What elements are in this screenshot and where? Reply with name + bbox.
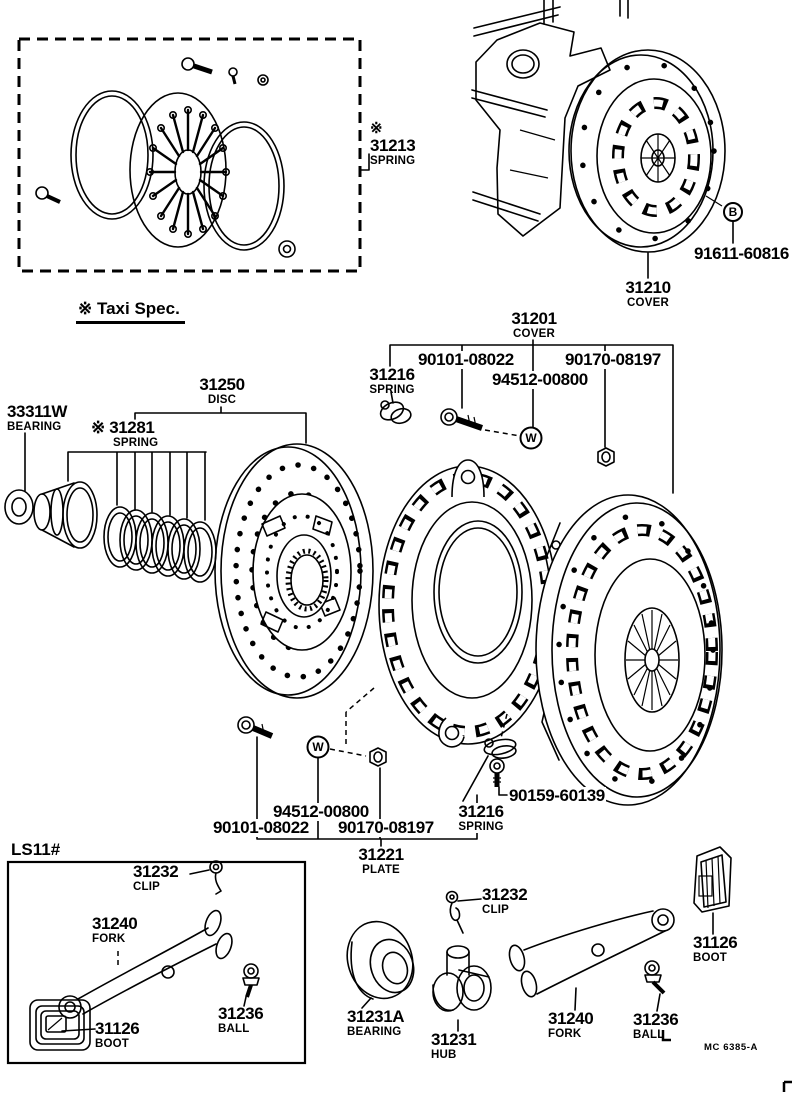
main-exploded-art: W W xyxy=(4,339,723,847)
spring-top-art xyxy=(379,391,412,425)
boot-right-art xyxy=(693,846,732,935)
part-name: COVER xyxy=(627,296,669,309)
label-boot-left: 31126 BOOT xyxy=(95,1019,140,1050)
spring-bottom-art xyxy=(462,713,517,802)
label-disc: 31250 DISC xyxy=(199,375,245,406)
release-bearing-art xyxy=(346,920,415,1009)
label-bolt-bottom: 90101-08022 xyxy=(212,818,310,837)
ball-left-art xyxy=(242,963,260,1007)
washer-mark-top: W xyxy=(525,431,537,445)
label-screw: 90159-60139 xyxy=(508,786,606,805)
label-nut-bottom: 90170-08197 xyxy=(337,818,435,837)
label-washer-bottom: 94512-00800 xyxy=(272,802,370,821)
label-fork-right: 31240 FORK xyxy=(548,1009,594,1040)
bolt-mark-b: B xyxy=(729,205,738,219)
taxi-spec-box-art xyxy=(17,37,370,273)
part-number: 91611-60816 xyxy=(694,244,789,263)
label-spring-bottom: 31216 SPRING xyxy=(453,803,509,833)
label-ball-left: 31236 BALL xyxy=(218,1004,264,1035)
footer-drawing-code: MC 6385-A xyxy=(704,1042,758,1053)
label-bolt-top: 90101-08022 xyxy=(417,350,515,369)
nut-top-art xyxy=(597,447,615,467)
label-plate: 31221 PLATE xyxy=(358,845,404,876)
label-hub: 31231 HUB xyxy=(431,1030,477,1061)
washer-mark-bottom: W xyxy=(312,740,324,754)
screw-art xyxy=(489,758,508,796)
asterisk-mark: ※ xyxy=(91,418,105,437)
box-fasteners-art xyxy=(35,57,296,258)
ls11-box-art xyxy=(6,860,307,1065)
clip-left-art xyxy=(189,860,223,895)
label-cover-bolt: 91611-60816 xyxy=(694,245,789,263)
label-nut-top: 90170-08197 xyxy=(564,350,662,369)
part-name: COVER xyxy=(513,327,555,340)
fork-right-art xyxy=(508,908,675,1011)
label-cover-assy: 31210 COVER xyxy=(622,279,674,309)
clip-right-art xyxy=(445,890,482,934)
nut-bottom-art xyxy=(369,747,387,767)
label-ball-right: 31236 BALL xyxy=(633,1010,679,1041)
label-boot-right: 31126 BOOT xyxy=(693,933,738,964)
label-spring-top: 31216 SPRING xyxy=(369,365,415,396)
corner-marks xyxy=(661,1030,792,1092)
label-clutch-cover: 31201 COVER xyxy=(508,310,560,340)
ball-right-art xyxy=(644,960,666,1012)
ls11-box-title: LS11# xyxy=(11,840,61,859)
hub-art xyxy=(432,945,492,1032)
label-washer-top: 94512-00800 xyxy=(491,370,589,389)
bottom-parts-art xyxy=(346,846,732,1032)
part-number: 31201 xyxy=(511,309,557,328)
part-name: SPRING xyxy=(370,154,416,167)
taxi-spec-note: ※ Taxi Spec. xyxy=(76,300,185,324)
label-clip-left: 31232 CLIP xyxy=(133,862,179,893)
part-number: 31213 xyxy=(370,135,416,155)
housing-cover-art: B xyxy=(471,0,743,279)
label-clip-right: 31232 CLIP xyxy=(482,885,528,916)
part-number: 31210 xyxy=(625,278,671,297)
bolt-bottom-art xyxy=(237,716,274,739)
boot-left-art xyxy=(29,999,96,1051)
asterisk-mark: ※ xyxy=(370,120,383,137)
label-spring-taxi: ※ 31213 SPRING xyxy=(370,120,416,167)
label-spring-set: ※ 31281 SPRING xyxy=(91,418,159,449)
label-bearing-left: 33311W BEARING xyxy=(7,402,67,433)
label-release-bearing: 31231A BEARING xyxy=(347,1007,405,1038)
bolt-top-art xyxy=(440,408,521,437)
label-fork-left: 31240 FORK xyxy=(92,914,138,945)
